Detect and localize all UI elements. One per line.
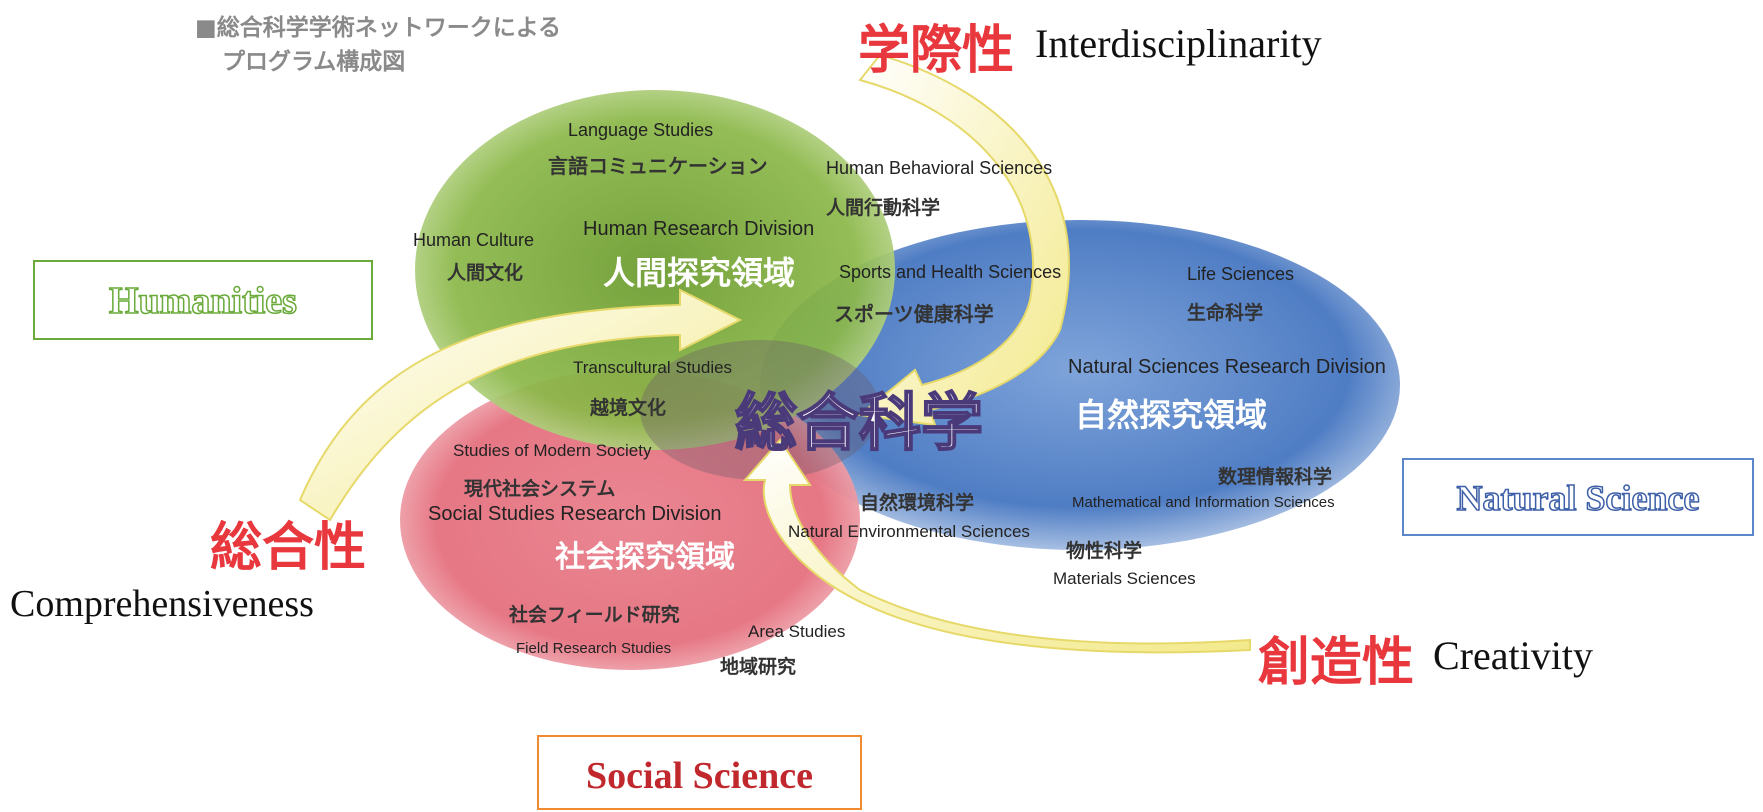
human-culture-jp: 人間文化 <box>447 262 524 284</box>
human-division-en: Human Research Division <box>583 218 815 240</box>
natural-science-box: Natural Science <box>1402 458 1754 536</box>
comprehensiveness-arrow <box>298 288 743 522</box>
humanities-box: Humanities <box>33 260 373 340</box>
life-sciences-jp: 生命科学 <box>1187 302 1264 324</box>
modern-society-en: Studies of Modern Society <box>453 441 652 460</box>
humanities-label: Humanities <box>108 279 297 323</box>
interdisciplinarity-jp: 学際性 <box>858 21 1015 81</box>
transcultural-jp: 越境文化 <box>590 397 667 419</box>
field-research-en: Field Research Studies <box>516 640 672 657</box>
interdisciplinarity-en: Interdisciplinarity <box>1035 21 1322 66</box>
overlap-center <box>640 340 880 480</box>
creativity-arrow <box>742 438 1251 654</box>
interdisciplinarity-arrow <box>857 53 1070 427</box>
transcultural-en: Transcultural Studies <box>573 358 733 377</box>
header-title-line2: プログラム構成図 <box>222 49 406 75</box>
nat-env-jp: 自然環境科学 <box>860 492 975 514</box>
social-division-en: Social Studies Research Division <box>428 503 722 525</box>
sports-jp: スポーツ健康科学 <box>834 302 994 326</box>
life-sciences-en: Life Sciences <box>1187 264 1295 284</box>
social-division-jp: 社会探究領域 <box>555 540 735 575</box>
language-studies-en: Language Studies <box>568 120 714 140</box>
math-info-en: Mathematical and Information Sciences <box>1072 494 1335 511</box>
creativity-jp: 創造性 <box>1258 633 1415 693</box>
area-studies-jp: 地域研究 <box>720 656 797 678</box>
natural-division-en: Natural Sciences Research Division <box>1068 356 1386 378</box>
language-studies-jp: 言語コミュニケーション <box>548 154 768 178</box>
creativity-en: Creativity <box>1433 633 1593 678</box>
natural-division-jp: 自然探究領域 <box>1075 396 1268 434</box>
materials-en: Materials Sciences <box>1053 569 1196 588</box>
human-division-ellipse <box>415 90 895 450</box>
human-culture-en: Human Culture <box>413 230 535 250</box>
social-science-box: Social Science <box>537 735 862 810</box>
social-division-ellipse <box>400 370 860 670</box>
area-studies-en: Area Studies <box>748 622 846 641</box>
modern-society-jp: 現代社会システム <box>464 478 616 500</box>
behavioral-en: Human Behavioral Sciences <box>826 158 1053 178</box>
materials-jp: 物性科学 <box>1066 540 1143 562</box>
behavioral-jp: 人間行動科学 <box>826 197 941 219</box>
nat-env-en: Natural Environmental Sciences <box>788 522 1030 541</box>
comprehensiveness-jp: 総合性 <box>210 518 367 578</box>
math-info-jp: 数理情報科学 <box>1218 466 1333 488</box>
human-division-jp: 人間探究領域 <box>603 254 796 292</box>
center-label: 総合科学 <box>734 385 984 460</box>
field-research-jp: 社会フィールド研究 <box>509 604 680 626</box>
header-title-line1: ■総合科学学術ネットワークによる <box>195 15 562 41</box>
natural-division-ellipse <box>760 220 1400 550</box>
natural-science-label: Natural Science <box>1456 477 1700 519</box>
comprehensiveness-en: Comprehensiveness <box>10 583 314 625</box>
sports-en: Sports and Health Sciences <box>839 262 1062 282</box>
social-science-label: Social Science <box>586 755 813 797</box>
